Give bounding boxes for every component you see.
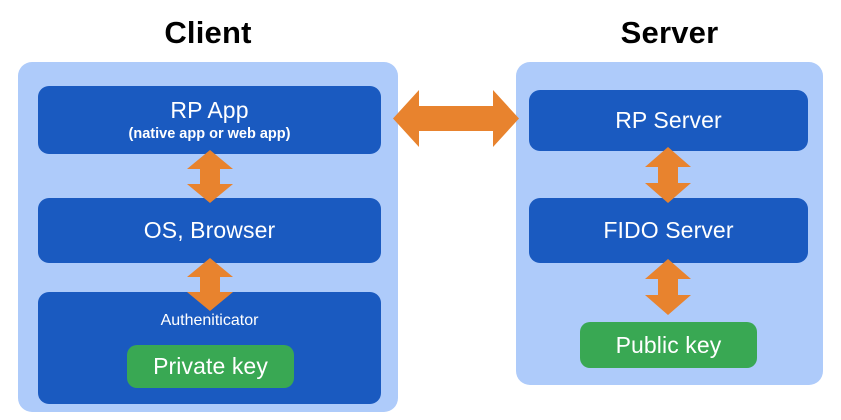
box-os-browser-title: OS, Browser [143,217,276,243]
double-arrow-horizontal-icon-client-server [393,90,519,147]
box-rp-server[interactable]: RP Server [529,90,808,151]
double-arrow-vertical-icon-rp-app-os-browser [187,150,233,203]
double-arrow-vertical-icon-rp-server-fido-server [645,147,691,203]
box-rp-app[interactable]: RP App (native app or web app) [38,86,381,154]
box-fido-server[interactable]: FIDO Server [529,198,808,263]
box-fido-server-title: FIDO Server [603,217,734,243]
server-column-title: Server [620,15,719,50]
double-arrow-vertical-icon-os-browser-authenticator [187,258,233,311]
public-key-pill[interactable]: Public key [580,322,757,368]
client-column-title: Client [164,15,252,50]
box-rp-app-subtitle: (native app or web app) [128,125,291,142]
double-arrow-vertical-icon-fido-server-public-key [645,259,691,315]
box-rp-app-title: RP App [170,96,249,123]
box-os-browser[interactable]: OS, Browser [38,198,381,263]
box-rp-server-title: RP Server [615,107,722,133]
box-authenticator-title: Autheniticator [160,312,259,329]
private-key-pill[interactable]: Private key [127,345,294,388]
